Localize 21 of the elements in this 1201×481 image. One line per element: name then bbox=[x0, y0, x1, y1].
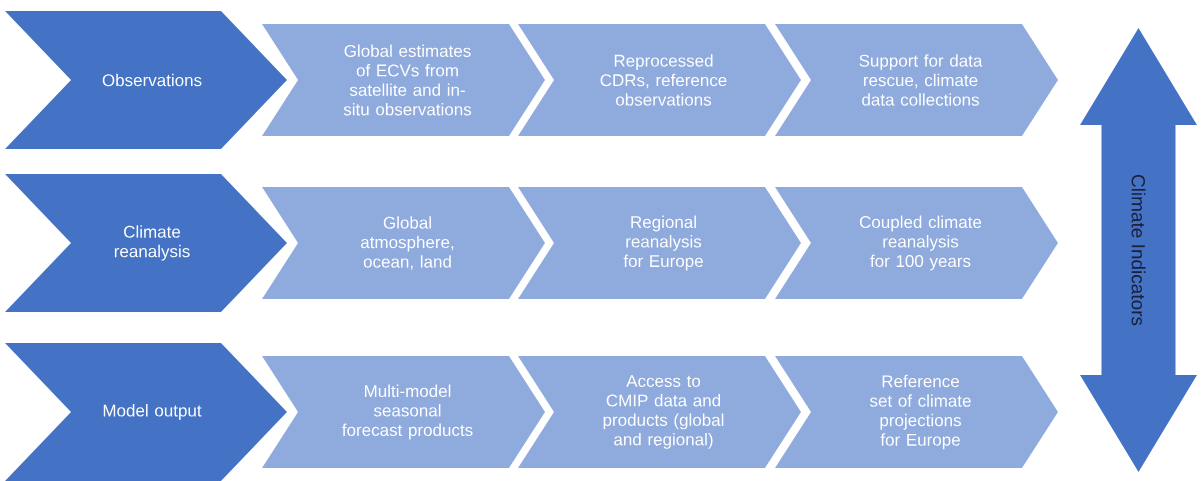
process-step: Coupled climate reanalysis for 100 years bbox=[775, 187, 1058, 299]
node-label: Reprocessed CDRs, reference observations bbox=[600, 54, 727, 106]
node-label: Global estimates of ECVs from satellite and in-situ observations bbox=[343, 44, 472, 116]
process-step: Multi-model seasonal forecast products bbox=[262, 356, 545, 468]
node-label: Access to CMIP data and products (global and regional) bbox=[603, 375, 724, 449]
process-step: Reference set of climate projections for Europe bbox=[775, 356, 1058, 468]
process-step: Access to CMIP data and products (global and regional) bbox=[518, 356, 801, 468]
node-label: Coupled climate reanalysis for 100 years bbox=[859, 215, 982, 271]
node-label: Reference set of climate projections for Europe bbox=[869, 374, 971, 450]
node-label: Global atmosphere, ocean, land bbox=[360, 216, 454, 270]
process-step: Climate reanalysis bbox=[5, 174, 287, 312]
node-label: Support for data rescue, climate data collections bbox=[859, 54, 983, 106]
process-step: Observations bbox=[5, 11, 287, 149]
process-step: Global estimates of ECVs from satellite and in-situ observations bbox=[262, 24, 545, 136]
process-step: Global atmosphere, ocean, land bbox=[262, 187, 545, 299]
process-step: Reprocessed CDRs, reference observations bbox=[518, 24, 801, 136]
process-step: Model output bbox=[5, 343, 287, 481]
node-label: Regional reanalysis for Europe bbox=[623, 215, 703, 271]
process-step: Regional reanalysis for Europe bbox=[518, 187, 801, 299]
node-label: Multi-model seasonal forecast products bbox=[342, 384, 473, 440]
process-step: Support for data rescue, climate data collections bbox=[775, 24, 1058, 136]
